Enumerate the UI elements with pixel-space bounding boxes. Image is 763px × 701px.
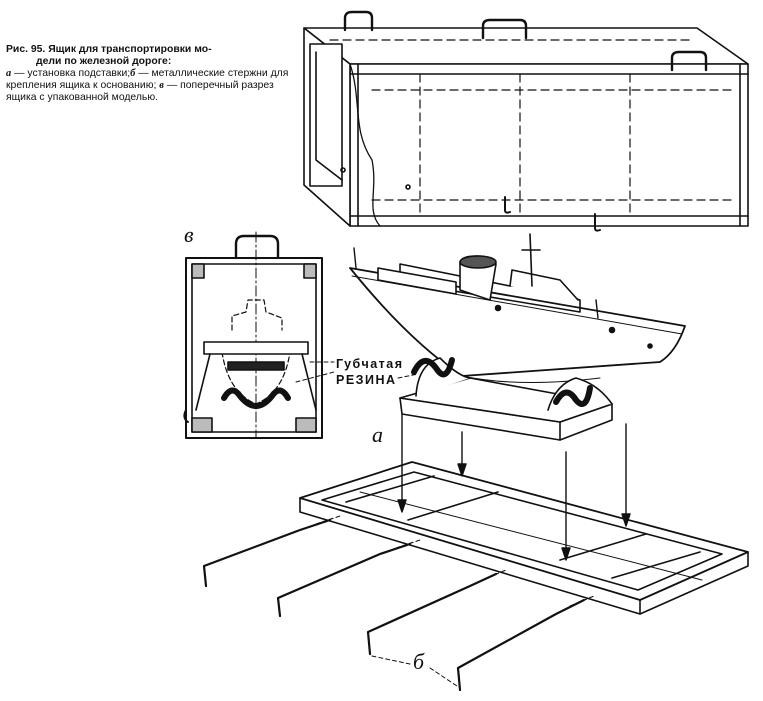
metal-rods xyxy=(202,518,586,692)
base-frame xyxy=(299,461,749,615)
transport-box xyxy=(303,10,749,232)
cross-section xyxy=(183,231,323,439)
stand xyxy=(399,357,613,441)
caption-title: Рис. 95. Ящик для транспортировки мо- де… xyxy=(6,44,212,67)
figure-caption: Рис. 95. Ящик для транспортировки мо- де… xyxy=(6,44,306,104)
rod-leaders xyxy=(371,655,461,689)
label-b: б xyxy=(413,649,425,674)
caption-legend: а — установка подставки;б — металлически… xyxy=(6,68,289,103)
rubber-leaders xyxy=(295,361,419,383)
label-a: а xyxy=(372,422,383,447)
label-v: в xyxy=(184,222,194,247)
assembly-arrows xyxy=(397,413,631,561)
rubber-label: Губчатая резина xyxy=(336,357,404,387)
